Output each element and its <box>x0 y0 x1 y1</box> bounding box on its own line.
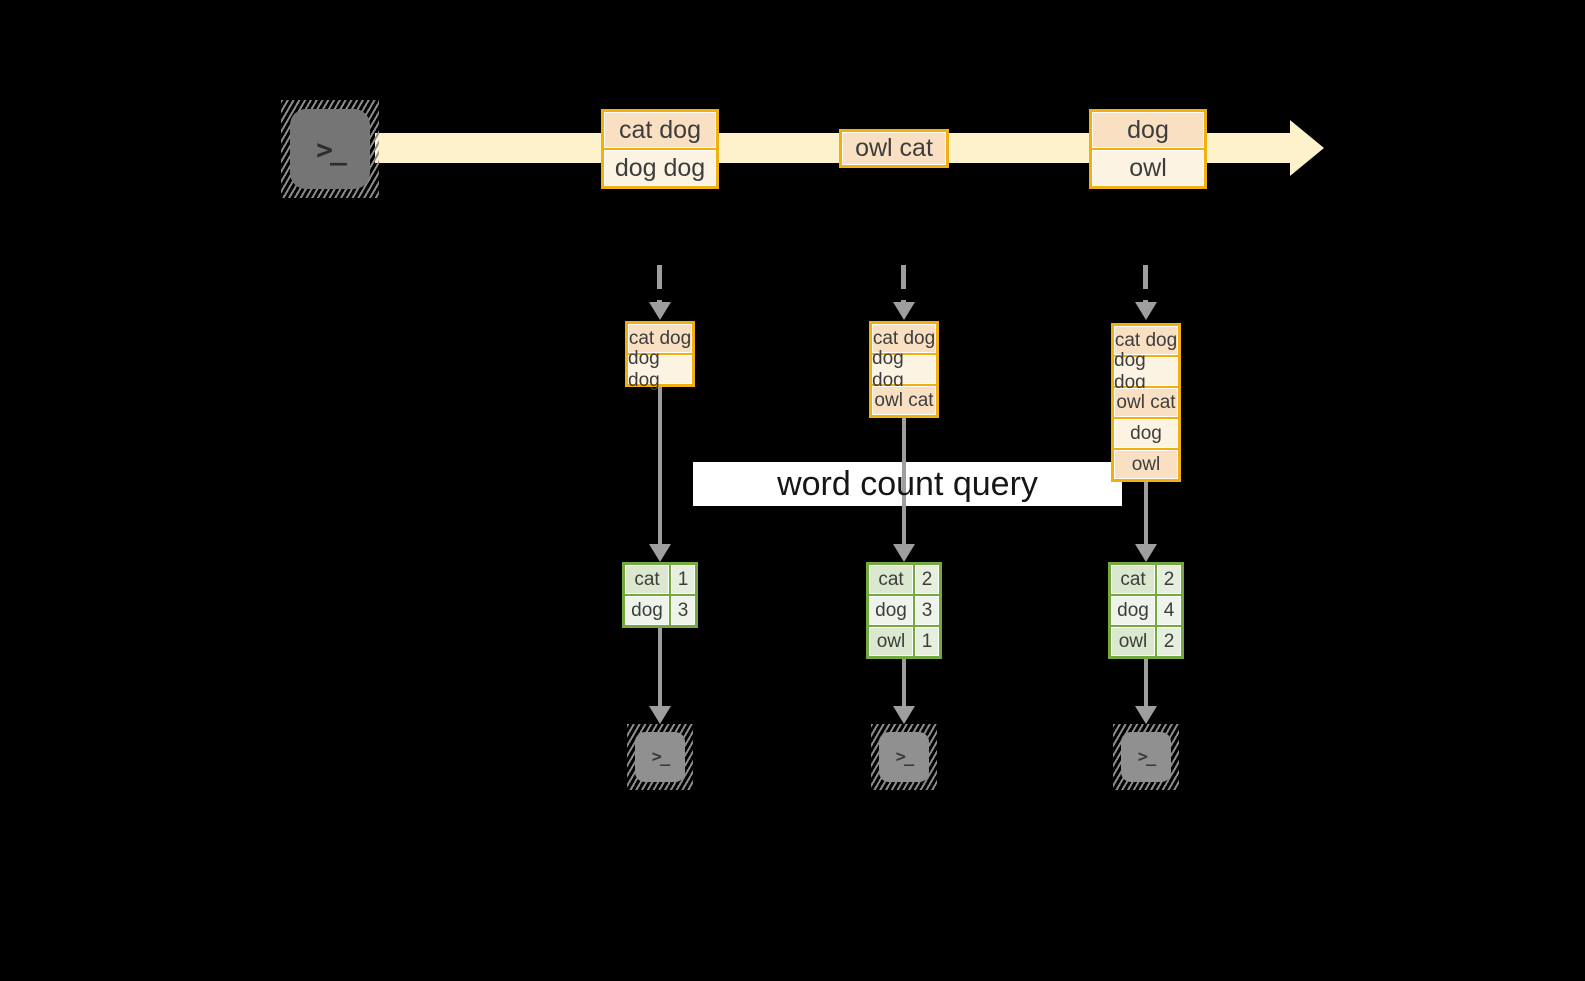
terminal-prompt-glyph: >_ <box>635 732 685 782</box>
stream-message-line: owl cat <box>842 132 946 165</box>
count-row: dog 3 <box>625 596 695 625</box>
sink-arrow-shaft-2 <box>902 659 906 706</box>
count-value: 1 <box>671 565 695 594</box>
count-row: owl 1 <box>869 627 939 656</box>
count-table-3: cat 2 dog 4 owl 2 <box>1108 562 1184 659</box>
count-row: cat 2 <box>869 565 939 594</box>
count-value: 3 <box>915 596 939 625</box>
sink-arrow-shaft-3 <box>1144 659 1148 706</box>
buffer-row: owl cat <box>872 386 936 415</box>
buffer-row: cat dog <box>872 324 936 353</box>
count-value: 4 <box>1157 596 1181 625</box>
ingest-dashed-arrow-1 <box>657 265 662 302</box>
query-arrow-head-1 <box>649 544 671 562</box>
sink-arrow-head-3 <box>1135 706 1157 724</box>
stream-message-line: owl <box>1092 150 1204 186</box>
count-value: 3 <box>671 596 695 625</box>
buffer-row: owl <box>1114 450 1178 479</box>
stream-message-line: dog dog <box>604 150 716 186</box>
count-word: cat <box>869 565 913 594</box>
ingest-arrow-head-1 <box>649 302 671 320</box>
buffer-row: dog <box>1114 419 1178 448</box>
stream-message-line: dog <box>1092 112 1204 148</box>
query-arrow-shaft-1 <box>658 387 662 544</box>
count-row: dog 4 <box>1111 596 1181 625</box>
count-row: dog 3 <box>869 596 939 625</box>
buffer-row: cat dog <box>628 324 692 353</box>
count-word: owl <box>869 627 913 656</box>
query-label-background <box>693 462 1122 506</box>
terminal-prompt-glyph: >_ <box>290 109 370 189</box>
input-buffer-2: cat dog dog dog owl cat <box>869 321 939 418</box>
ingest-dashed-arrow-3 <box>1143 265 1148 302</box>
query-arrow-head-3 <box>1135 544 1157 562</box>
count-row: cat 2 <box>1111 565 1181 594</box>
stream-message-1: cat dog dog dog <box>601 109 719 189</box>
count-table-2: cat 2 dog 3 owl 1 <box>866 562 942 659</box>
count-word: cat <box>1111 565 1155 594</box>
count-value: 2 <box>1157 565 1181 594</box>
query-arrow-shaft-3 <box>1144 482 1148 544</box>
ingest-dashed-arrow-2 <box>901 265 906 302</box>
count-word: owl <box>1111 627 1155 656</box>
terminal-sink-icon-1: >_ <box>627 724 693 790</box>
buffer-row: dog dog <box>628 348 692 391</box>
query-arrow-head-2 <box>893 544 915 562</box>
count-word: dog <box>869 596 913 625</box>
terminal-sink-icon-3: >_ <box>1113 724 1179 790</box>
stream-arrow-head <box>1290 120 1324 176</box>
count-value: 2 <box>1157 627 1181 656</box>
query-arrow-shaft-2 <box>902 418 906 544</box>
input-buffer-3: cat dog dog dog owl cat dog owl <box>1111 323 1181 482</box>
terminal-source-icon: >_ <box>281 100 379 198</box>
buffer-row: cat dog <box>1114 326 1178 355</box>
stream-message-line: cat dog <box>604 112 716 148</box>
count-value: 1 <box>915 627 939 656</box>
stream-message-2: owl cat <box>839 129 949 168</box>
count-table-1: cat 1 dog 3 <box>622 562 698 628</box>
terminal-prompt-glyph: >_ <box>879 732 929 782</box>
count-value: 2 <box>915 565 939 594</box>
count-word: dog <box>625 596 669 625</box>
sink-arrow-head-1 <box>649 706 671 724</box>
terminal-sink-icon-2: >_ <box>871 724 937 790</box>
input-buffer-1: cat dog dog dog <box>625 321 695 391</box>
ingest-arrow-head-2 <box>893 302 915 320</box>
ingest-arrow-head-3 <box>1135 302 1157 320</box>
sink-arrow-head-2 <box>893 706 915 724</box>
count-word: dog <box>1111 596 1155 625</box>
count-word: cat <box>625 565 669 594</box>
count-row: cat 1 <box>625 565 695 594</box>
buffer-row: owl cat <box>1114 388 1178 417</box>
stream-message-3: dog owl <box>1089 109 1207 189</box>
count-row: owl 2 <box>1111 627 1181 656</box>
terminal-prompt-glyph: >_ <box>1121 732 1171 782</box>
buffer-row: dog dog <box>872 348 936 391</box>
buffer-row: dog dog <box>1114 350 1178 393</box>
sink-arrow-shaft-1 <box>658 628 662 706</box>
